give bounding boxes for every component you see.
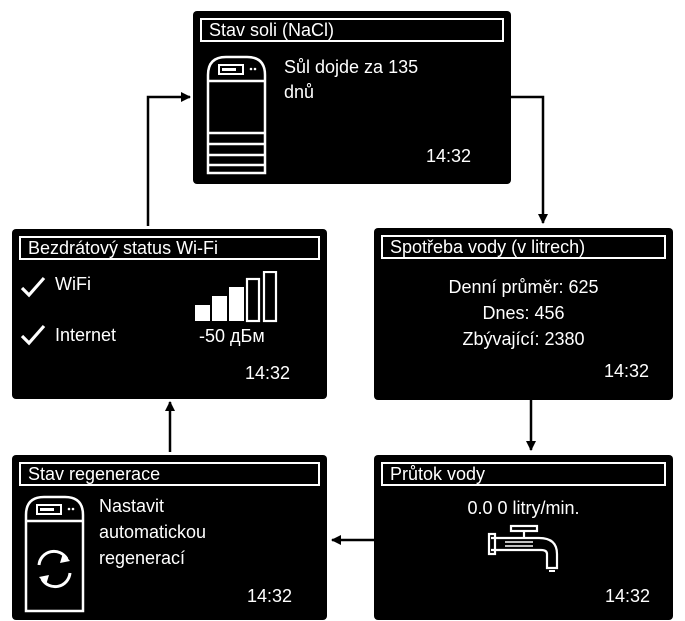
signal-bars-icon <box>195 271 278 323</box>
internet-label: Internet <box>55 325 117 345</box>
water-usage-screen: Spotřeba vody (v litrech) Denní průměr: … <box>374 228 673 400</box>
wifi-screen-time: 14:32 <box>245 363 291 383</box>
signal-strength: -50 дБм <box>199 326 265 346</box>
arrow-salt-to-usage <box>510 95 548 224</box>
salt-days-line2: dnů <box>284 82 315 102</box>
salt-screen-title: Stav soli (NaCl) <box>200 18 504 42</box>
water-softener-icon <box>206 55 267 175</box>
water-usage-title: Spotřeba vody (v litrech) <box>381 235 666 259</box>
salt-status-screen: Stav soli (NaCl) Sůl dojde za 135 dnů 14… <box>193 11 511 184</box>
regeneration-line3: regenerací <box>99 548 186 568</box>
flow-rate-line: 0.0 0 litry/min. <box>467 498 580 518</box>
arrow-wifi-to-salt <box>146 92 191 226</box>
regeneration-status-screen: Stav regenerace Nastavit automatickou re… <box>12 455 327 620</box>
regeneration-title: Stav regenerace <box>19 462 320 486</box>
checkmark-icon <box>20 324 46 346</box>
water-flow-screen: Průtok vody 0.0 0 litry/min. 14:32 <box>374 455 673 620</box>
salt-days-line1: Sůl dojde za 135 <box>284 57 419 77</box>
water-flow-time: 14:32 <box>605 586 651 606</box>
water-flow-title: Průtok vody <box>381 462 666 486</box>
water-softener-regeneration-icon <box>24 495 85 613</box>
regeneration-line2: automatickou <box>99 522 207 542</box>
daily-average-line: Denní průměr: 625 <box>448 277 599 297</box>
checkmark-icon <box>20 276 46 298</box>
wifi-label: WiFi <box>55 274 91 294</box>
water-usage-time: 14:32 <box>604 361 650 381</box>
regeneration-time: 14:32 <box>247 586 293 606</box>
today-line: Dnes: 456 <box>482 303 565 323</box>
remaining-line: Zbývající: 2380 <box>462 329 585 349</box>
salt-screen-time: 14:32 <box>426 146 472 166</box>
regeneration-line1: Nastavit <box>99 496 165 516</box>
wifi-screen-title: Bezdrátový status Wi-Fi <box>19 236 320 260</box>
wifi-status-screen: Bezdrátový status Wi-Fi WiFi Internet -5… <box>12 229 327 399</box>
faucet-icon <box>487 524 559 572</box>
